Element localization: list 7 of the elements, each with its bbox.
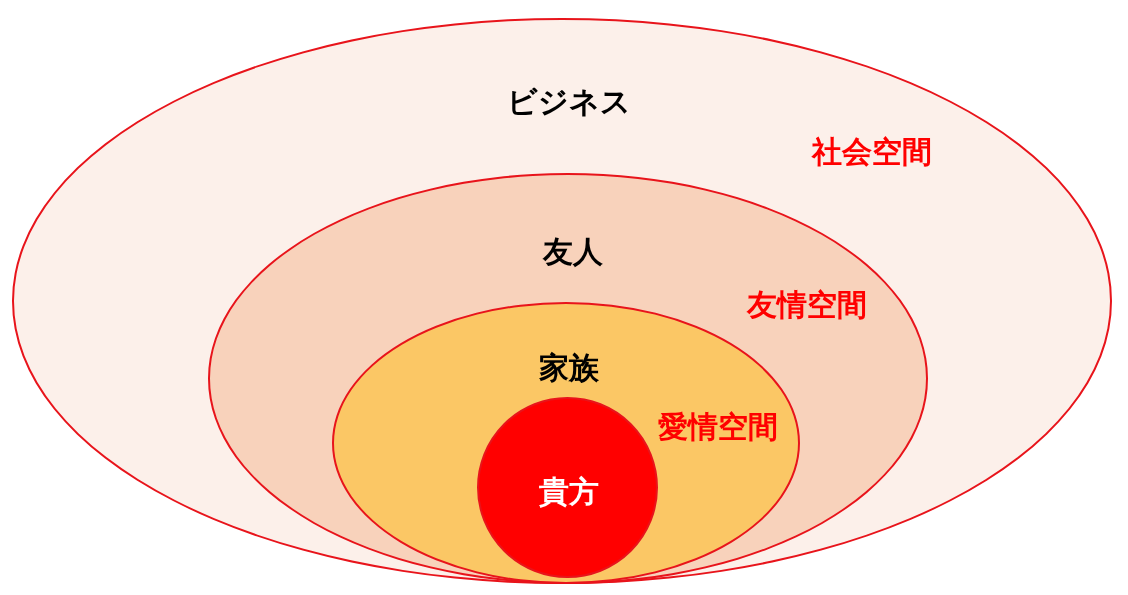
group-label: 友人 [543, 232, 603, 271]
space-label: 友情空間 [747, 285, 867, 324]
group-label: ビジネス [507, 82, 631, 121]
center-label: 貴方 [539, 472, 599, 511]
space-label: 愛情空間 [658, 407, 778, 446]
group-label: 家族 [539, 348, 599, 387]
space-label: 社会空間 [812, 132, 932, 171]
